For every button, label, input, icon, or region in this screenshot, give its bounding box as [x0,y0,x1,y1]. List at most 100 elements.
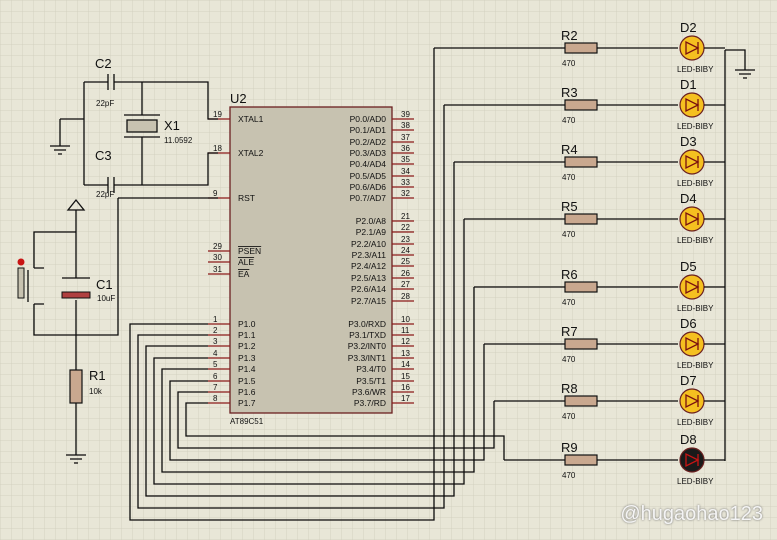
pin-number: 9 [213,189,218,198]
led-body[interactable] [679,274,705,300]
pin-number: 28 [401,292,410,301]
pin-number: 13 [401,349,410,358]
c1-body[interactable] [61,291,91,299]
r1-body[interactable] [69,369,83,404]
crystal-body[interactable] [126,119,158,133]
led-ground-symbol [735,69,755,79]
led-symbol [685,211,700,227]
pin-number: 29 [213,242,222,251]
pin-number: 10 [401,315,410,324]
led-body[interactable] [679,149,705,175]
pin-number: 21 [401,212,410,221]
led-model: LED-BIBY [677,65,714,74]
pin-number: 32 [401,189,410,198]
led-body[interactable] [679,35,705,61]
watermark: @hugaohao123 [620,503,763,525]
pin-label: P2.4/A12 [351,261,386,271]
pin-number: 24 [401,246,410,255]
led-model: LED-BIBY [677,477,714,486]
resistor-ref: R8 [561,381,578,396]
pin-label: RST [238,193,255,203]
pin-label: P0.5/AD5 [350,171,387,181]
pin-label: P1.4 [238,364,256,374]
led-ref: D8 [680,432,697,447]
led-ref: D3 [680,134,697,149]
pin-number: 27 [401,280,410,289]
pin-number: 7 [213,383,218,392]
led-body[interactable] [679,206,705,232]
pin-number: 16 [401,383,410,392]
bus-wire [145,162,455,497]
pin-label: P0.6/AD6 [350,182,387,192]
c2-value: 22pF [96,99,114,108]
led-ref: D4 [680,191,697,206]
resistor-value: 470 [562,298,576,307]
led-symbol [685,336,700,352]
pin-label: P1.6 [238,387,256,397]
led-body[interactable] [679,388,705,414]
pin-label: PSEN [238,246,261,256]
resistor-body[interactable] [564,42,598,54]
pin-number: 22 [401,223,410,232]
led-model: LED-BIBY [677,361,714,370]
pin-number: 5 [213,360,218,369]
led-body[interactable] [679,331,705,357]
bus-wire [161,287,475,473]
led-symbol [685,154,700,170]
led-ref: D7 [680,373,697,388]
resistor-ref: R9 [561,440,578,455]
led-symbol [685,40,700,56]
pin-number: 15 [401,372,410,381]
pin-label: P2.1/A9 [356,227,387,237]
crystal-value: 11.0592 [164,136,193,145]
reset-ground-symbol [66,454,86,464]
reset-button-dot[interactable] [17,258,25,266]
pin-label: P3.7/RD [354,398,386,408]
resistor-body[interactable] [564,338,598,350]
c1-value: 10uF [97,294,115,303]
resistor-ref: R7 [561,324,578,339]
pin-number: 4 [213,349,218,358]
pin-number: 19 [213,110,222,119]
led-model: LED-BIBY [677,179,714,188]
resistor-body[interactable] [564,156,598,168]
pin-label: P3.3/INT1 [348,353,387,363]
led-body[interactable] [679,92,705,118]
pin-label: P1.0 [238,319,256,329]
resistor-body[interactable] [564,281,598,293]
p1-bus-wires [129,48,505,521]
c2-ref: C2 [95,56,112,71]
pin-number: 34 [401,167,410,176]
pin-label: P3.2/INT0 [348,341,387,351]
resistor-body[interactable] [564,454,598,466]
pin-number: 11 [401,326,410,335]
c3-ref: C3 [95,148,112,163]
chip-body[interactable] [229,106,393,414]
bus-wire [137,105,445,509]
pin-number: 12 [401,337,410,346]
pin-number: 3 [213,337,218,346]
c1-ref: C1 [96,277,113,292]
pin-number: 1 [213,315,218,324]
pin-label: P3.0/RXD [348,319,386,329]
led-body[interactable] [679,447,705,473]
led-symbol [685,97,700,113]
resistor-body[interactable] [564,395,598,407]
pin-label: ALE [238,257,254,267]
pin-number: 31 [213,265,222,274]
led-ref: D1 [680,77,697,92]
resistor-ref: R4 [561,142,578,157]
pin-number: 35 [401,155,410,164]
led-symbol [685,452,700,468]
crystal-ground-symbol [50,145,70,155]
resistor-ref: R2 [561,28,578,43]
resistor-body[interactable] [564,213,598,225]
led-model: LED-BIBY [677,122,714,131]
resistor-body[interactable] [564,99,598,111]
resistor-ref: R3 [561,85,578,100]
pin-label: P0.2/AD2 [350,137,387,147]
reset-button[interactable] [17,267,25,299]
